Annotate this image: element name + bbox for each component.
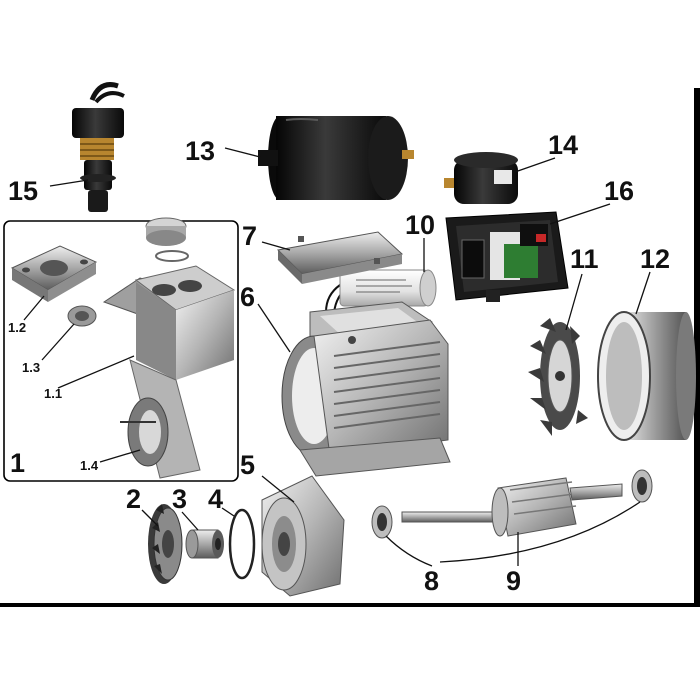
part-7-terminal-cover	[276, 231, 404, 284]
leader-4	[221, 507, 235, 517]
label-2: 2	[126, 484, 141, 514]
label-11: 11	[570, 244, 599, 274]
part-1-2-flange	[10, 245, 98, 302]
part-15-valve	[72, 82, 125, 212]
part-4-o-ring	[228, 508, 256, 580]
leader-5	[261, 475, 295, 503]
label-7: 7	[242, 221, 257, 251]
leader-15	[49, 179, 89, 187]
leader-13	[224, 147, 261, 158]
part-12-fan-cover	[597, 311, 696, 441]
part-11-fan	[528, 318, 588, 436]
part-5-bracket	[261, 475, 345, 597]
inset-box-part-1	[3, 220, 239, 482]
leader-7	[261, 241, 291, 251]
label-1-1: 1.1	[44, 386, 62, 401]
label-1-3: 1.3	[22, 360, 40, 375]
leader-1-1	[57, 355, 135, 389]
leader-2	[141, 509, 159, 527]
label-16: 16	[604, 176, 634, 206]
leader-1-4	[99, 449, 141, 463]
leader-16	[549, 203, 611, 225]
label-5: 5	[240, 450, 255, 480]
part-1-1-pump-body	[102, 265, 236, 479]
label-1-2: 1.2	[8, 320, 26, 335]
part-6-motor-housing	[281, 301, 451, 477]
part-3-mechanical-seal	[185, 529, 224, 559]
label-14: 14	[548, 130, 578, 160]
leader-1-2	[23, 295, 45, 321]
part-9-rotor-shaft	[401, 477, 623, 537]
leader-11	[565, 273, 583, 331]
label-8: 8	[424, 566, 439, 596]
leader-8-right	[439, 501, 641, 563]
part-8-bearings	[371, 469, 653, 539]
label-1: 1	[10, 448, 25, 478]
label-6: 6	[240, 282, 255, 312]
leader-8-left	[385, 535, 433, 567]
label-10: 10	[405, 210, 435, 240]
part-16-control-box	[445, 211, 569, 302]
label-9: 9	[506, 566, 521, 596]
part-10-capacitor	[325, 269, 437, 317]
label-1-4: 1.4	[80, 458, 99, 473]
label-3: 3	[172, 484, 187, 514]
leader-14	[514, 157, 556, 173]
leader-1-3	[41, 323, 75, 361]
label-15: 15	[8, 176, 38, 206]
label-13: 13	[185, 136, 215, 166]
leader-3	[181, 511, 199, 531]
label-12: 12	[640, 244, 670, 274]
leader-6	[257, 303, 291, 353]
part-1-top-plug	[145, 217, 189, 262]
part-2-impeller	[148, 504, 183, 584]
label-4: 4	[208, 484, 223, 514]
part-13-pressure-tank	[258, 116, 414, 200]
leader-12	[635, 271, 651, 315]
part-1-3-nozzle	[67, 305, 97, 327]
part-14-pressure-switch	[444, 152, 518, 204]
